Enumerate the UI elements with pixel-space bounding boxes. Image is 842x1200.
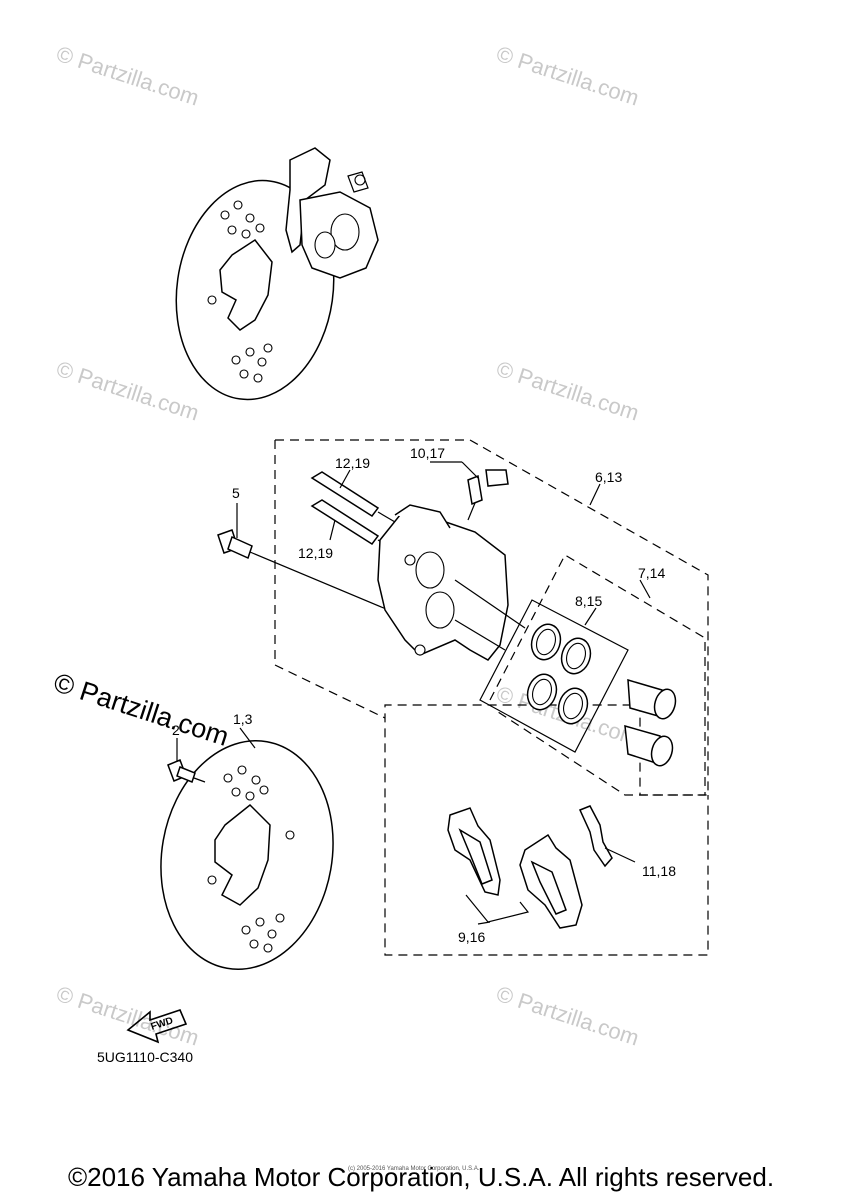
watermark: © Partzilla.com	[53, 981, 202, 1051]
seal-group-boundary	[479, 599, 629, 753]
footer-copyright: ©2016 Yamaha Motor Corporation, U.S.A. A…	[68, 1162, 774, 1192]
pad-spring-11-18	[578, 805, 636, 868]
watermark: © Partzilla.com	[493, 41, 642, 111]
diagram-code: 5UG1110-C340	[97, 1049, 193, 1065]
callout-labels: 1,3 2 5 6,13 7,14 8,15 9,16 10,17 11,18 …	[172, 445, 676, 945]
callout-9-16: 9,16	[458, 929, 485, 945]
callout-1-3: 1,3	[233, 711, 253, 727]
leader-lines	[176, 461, 651, 925]
callout-12-19-bottom: 12,19	[298, 545, 333, 561]
caliper-body	[377, 504, 526, 661]
callout-11-18: 11,18	[642, 863, 676, 879]
assembled-rotor-holes	[207, 200, 273, 383]
piston-seals-8-15	[526, 623, 592, 725]
pistons-7-14	[624, 678, 677, 767]
piston-group-boundary	[489, 554, 706, 796]
slide-pins-12-19	[310, 471, 396, 551]
watermark: © Partzilla.com	[53, 41, 202, 111]
tiny-copyright: (c) 2005-2016 Yamaha Motor Corporation, …	[348, 1166, 480, 1172]
assembled-rotor-hub	[219, 238, 273, 331]
callout-8-15: 8,15	[575, 593, 602, 609]
watermark: © Partzilla.com	[53, 356, 202, 426]
assembled-brake-view	[175, 147, 379, 401]
watermark: © Partzilla.com	[493, 981, 642, 1051]
callout-7-14: 7,14	[638, 565, 665, 581]
watermark: © Partzilla.com	[493, 356, 642, 426]
brake-pads-9-16	[447, 807, 583, 929]
watermark-large: © Partzilla.com	[50, 667, 232, 752]
bleed-screw-10-17	[467, 469, 509, 521]
callout-12-19-top: 12,19	[335, 455, 370, 471]
callout-10-17: 10,17	[410, 445, 445, 461]
callout-6-13: 6,13	[595, 469, 622, 485]
callout-5: 5	[232, 485, 240, 501]
bolt-2	[167, 759, 206, 783]
callout-2: 2	[172, 722, 180, 738]
brake-disc-1-3	[160, 740, 334, 970]
rotor-holes	[207, 765, 295, 953]
rotor-hub	[214, 803, 271, 906]
